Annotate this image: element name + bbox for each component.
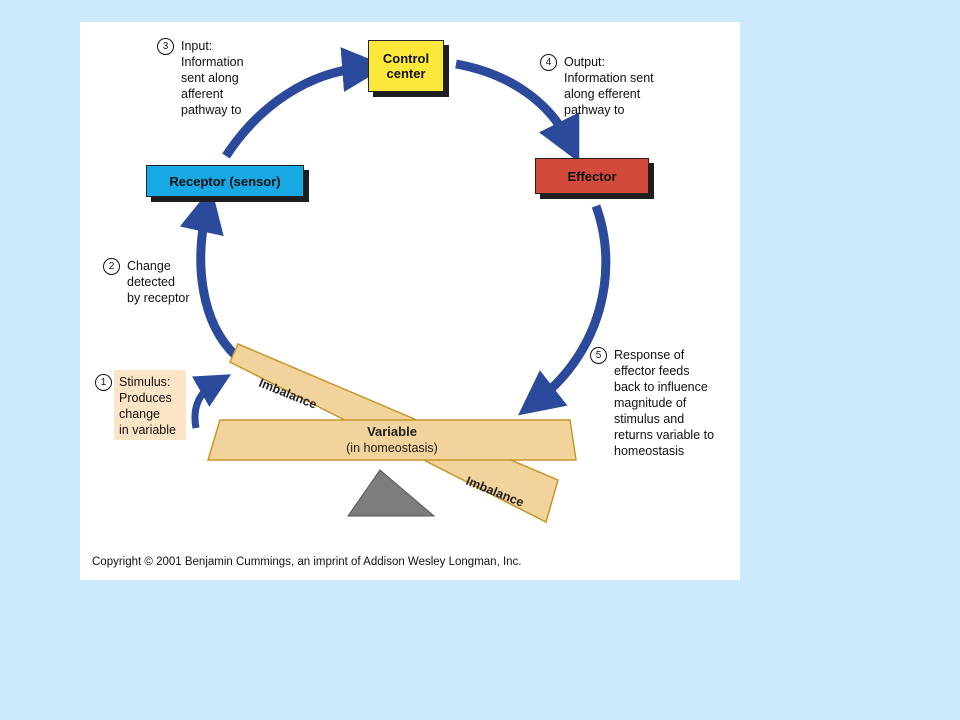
step-number: 3: [157, 38, 174, 55]
step-number: 1: [95, 374, 112, 391]
step-text: Change detected by receptor: [127, 259, 190, 305]
effector-box: Effector: [535, 158, 649, 194]
step-text: Stimulus: Produces change in variable: [119, 375, 176, 437]
step-text: Input: Information sent along afferent p…: [181, 39, 244, 117]
arrow-control-to-effector: [455, 59, 580, 163]
arrow-stimulus: [191, 374, 232, 429]
stimulus-highlight: [114, 370, 186, 440]
variable-plank: [206, 419, 577, 461]
variable-subtitle: (in homeostasis): [346, 441, 438, 455]
step-text: Output: Information sent along efferent …: [564, 55, 654, 117]
step-number: 5: [590, 347, 607, 364]
fulcrum: [347, 469, 436, 517]
copyright-notice: Copyright © 2001 Benjamin Cummings, an i…: [92, 556, 522, 568]
step-text: Response of effector feeds back to influ…: [614, 348, 715, 458]
diagram-panel: Imbalance Imbalance Variable (in homeost…: [80, 22, 740, 580]
feedback-diagram: Imbalance Imbalance Variable (in homeost…: [179, 47, 611, 524]
arrow-effector-to-variable: [518, 204, 611, 416]
step-number: 2: [103, 258, 120, 275]
arrow-receptor-to-control: [222, 47, 388, 159]
control-center-box: Control center: [368, 40, 444, 92]
receptor-box: Receptor (sensor): [146, 165, 304, 197]
variable-title: Variable: [367, 424, 417, 439]
arrow-variable-to-receptor: [179, 187, 240, 360]
step-number: 4: [540, 54, 557, 71]
